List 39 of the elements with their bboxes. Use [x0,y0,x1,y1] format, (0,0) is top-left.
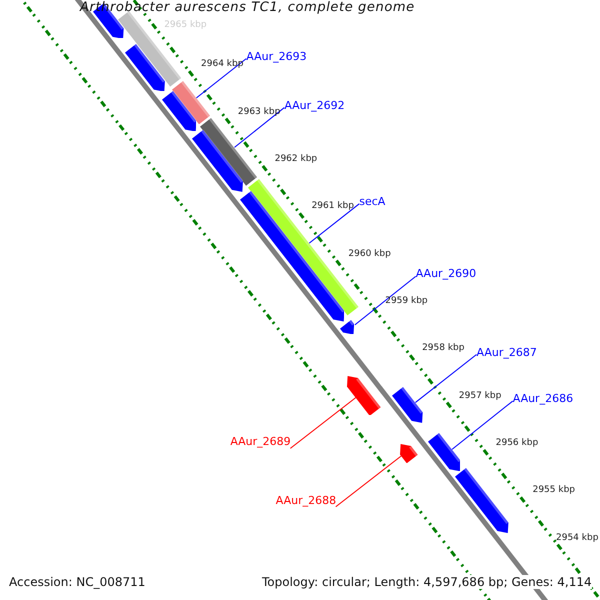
gene-block [392,386,423,423]
gene-label: AAur_2686 [512,392,574,406]
gene-block [346,376,381,416]
genome-summary-text: Topology: circular; Length: 4,597,686 bp; Genes: 4,114 [262,575,592,589]
scale-label: 2957 kbp [458,390,502,402]
scale-label: 2960 kbp [348,248,391,260]
scale-label: 2958 kbp [422,343,464,354]
scale-label: 2954 kbp [556,532,598,544]
gene-block [455,468,509,534]
scale-label: 2961 kbp [312,201,354,212]
scale-label: 2962 kbp [274,154,318,166]
gene-label: AAur_2688 [276,494,336,507]
gene-label: AAur_2692 [284,98,345,112]
gene-label: AAur_2690 [416,267,476,280]
gene-block [428,432,460,471]
scale-label: 2959 kbp [385,296,428,308]
leader-line [335,456,402,508]
gene-label: AAur_2693 [246,50,307,63]
gene-bar [172,80,210,124]
scale-label: 2955 kbp [532,485,575,496]
leader-line [196,58,247,99]
scale-label: 2956 kbp [496,438,538,450]
gene-bar [200,118,258,186]
leader-line [414,354,478,404]
gene-label: AAur_2689 [230,435,291,448]
leader-line [451,400,514,450]
scale-label: 2963 kbp [238,106,280,118]
gene-label: secA [359,194,386,208]
accession-text: Accession: NC_008711 [9,575,146,589]
leader-line [354,276,416,326]
gene-block [400,444,418,464]
gene-block [124,44,165,92]
gene-block [192,130,244,192]
gene-block [162,90,196,132]
gene-label: AAur_2687 [476,346,537,358]
leader-line [308,203,360,244]
gene-block [340,320,354,334]
leader-line [234,107,285,148]
leader-line [290,397,356,449]
